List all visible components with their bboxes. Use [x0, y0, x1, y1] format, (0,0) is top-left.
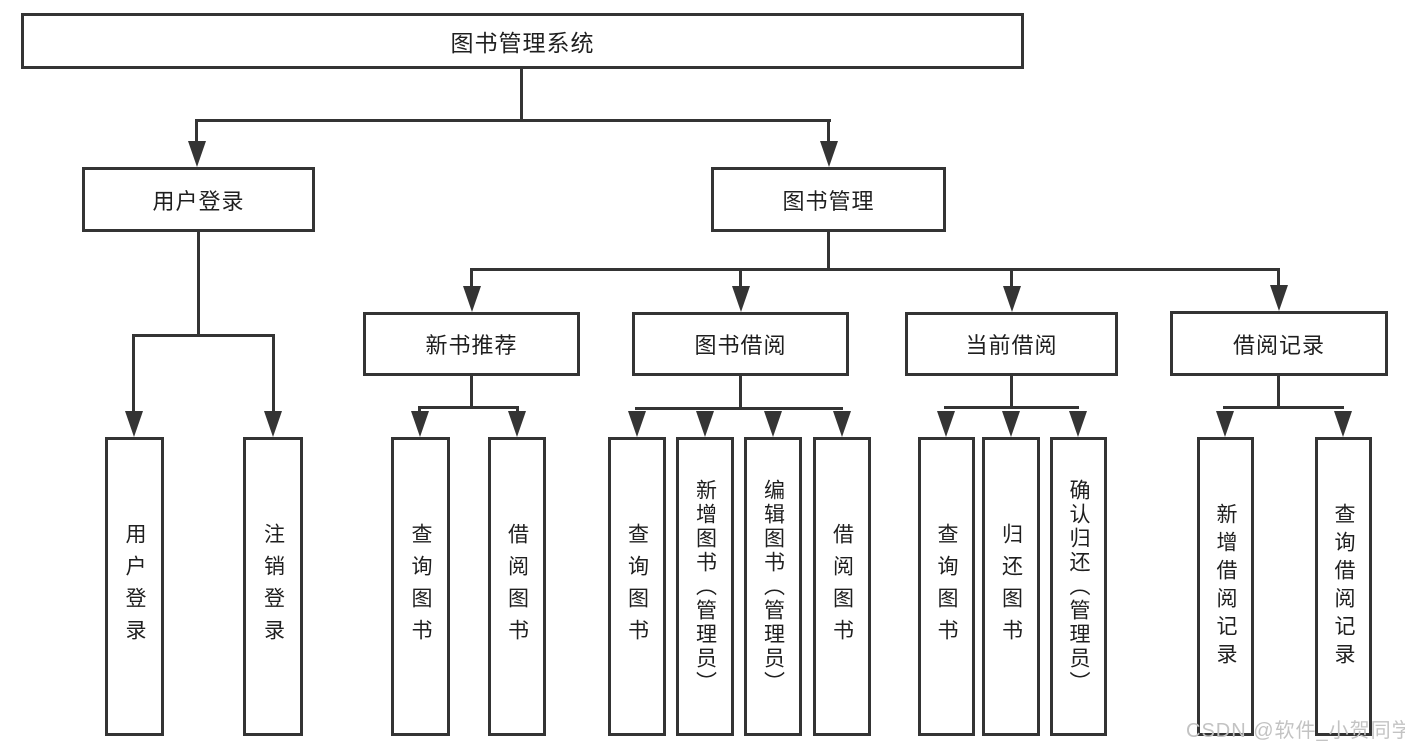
arrow-down-icon	[508, 411, 526, 437]
connector-book-mgmt-stem	[827, 232, 830, 268]
leaf-user-login: 用户登录	[105, 437, 164, 736]
node-new-book-recommend: 新书推荐	[363, 312, 580, 376]
leaf-current-return-books: 归还图书	[982, 437, 1040, 736]
leaf-newrec-borrow-books: 借阅图书	[488, 437, 546, 736]
connector-level1-hline	[195, 119, 831, 122]
arrow-down-icon	[764, 411, 782, 437]
arrow-down-icon	[1069, 411, 1087, 437]
arrow-down-icon	[833, 411, 851, 437]
arrow-down-icon	[188, 141, 206, 167]
node-borrow-records-label: 借阅记录	[1232, 332, 1325, 358]
arrow-down-icon	[463, 286, 481, 312]
node-current-borrow-label: 当前借阅	[965, 333, 1058, 358]
node-book-borrow-label: 图书借阅	[694, 333, 787, 358]
node-book-management-label: 图书管理	[782, 188, 875, 214]
leaf-records-add-record: 新增借阅记录	[1197, 437, 1254, 736]
leaf-logout-label: 注销登录	[261, 522, 285, 651]
connector-currentborrow-hline	[944, 406, 1079, 409]
node-book-borrow: 图书借阅	[632, 312, 849, 376]
arrow-down-icon	[937, 411, 955, 437]
leaf-newrec-query-books-label: 查询图书	[409, 522, 432, 651]
connector-ul-leaf1-drop	[132, 334, 135, 411]
leaf-borrow-add-books-admin: 新增图书（管理员）	[676, 437, 734, 736]
node-book-management: 图书管理	[711, 167, 946, 232]
node-user-login-label: 用户登录	[152, 188, 245, 214]
arrow-down-icon	[264, 411, 282, 437]
connector-book-mgmt-drop	[827, 119, 830, 142]
leaf-current-return-books-label: 归还图书	[999, 522, 1023, 651]
node-user-login: 用户登录	[82, 167, 315, 232]
node-root: 图书管理系统	[21, 13, 1024, 69]
leaf-newrec-borrow-books-label: 借阅图书	[505, 522, 529, 651]
connector-bookborrow-hline	[635, 407, 843, 410]
connector-records-hline	[1223, 406, 1344, 409]
connector-newrec-stem	[470, 376, 473, 406]
arrow-down-icon	[1216, 411, 1234, 437]
connector-currentborrow-stem	[1010, 376, 1013, 406]
leaf-current-query-books-label: 查询图书	[935, 522, 958, 651]
node-borrow-records: 借阅记录	[1170, 311, 1388, 376]
leaf-current-confirm-return-admin-label: 确认归还（管理员）	[1067, 478, 1090, 695]
connector-root-stem	[520, 69, 523, 119]
leaf-current-confirm-return-admin: 确认归还（管理员）	[1050, 437, 1107, 736]
arrow-down-icon	[1270, 285, 1288, 311]
connector-newrec-drop	[470, 268, 473, 286]
arrow-down-icon	[732, 286, 750, 312]
leaf-borrow-query-books-label: 查询图书	[625, 522, 649, 651]
arrow-down-icon	[411, 411, 429, 437]
connector-currentborrow-drop	[1010, 268, 1013, 286]
leaf-records-query-record-label: 查询借阅记录	[1332, 502, 1355, 671]
connector-user-login-drop	[195, 119, 198, 142]
arrow-down-icon	[1002, 411, 1020, 437]
arrow-down-icon	[125, 411, 143, 437]
leaf-user-login-label: 用户登录	[123, 522, 146, 651]
leaf-records-add-record-label: 新增借阅记录	[1214, 502, 1237, 671]
connector-level3-hline	[470, 268, 1280, 271]
leaf-borrow-query-books: 查询图书	[608, 437, 666, 736]
connector-bookborrow-stem	[739, 376, 742, 407]
leaf-borrow-edit-books-admin: 编辑图书（管理员）	[744, 437, 802, 736]
connector-ul-leaf2-drop	[272, 334, 275, 411]
connector-records-stem	[1277, 376, 1280, 406]
connector-bookborrow-drop	[739, 268, 742, 286]
node-root-label: 图书管理系统	[450, 30, 595, 56]
connector-records-drop	[1277, 268, 1280, 286]
leaf-current-query-books: 查询图书	[918, 437, 975, 736]
connector-nr-leaf2-drop	[516, 406, 519, 411]
leaf-newrec-query-books: 查询图书	[391, 437, 450, 736]
leaf-borrow-borrow-books: 借阅图书	[813, 437, 871, 736]
connector-user-login-hline	[132, 334, 275, 337]
leaf-borrow-add-books-admin-label: 新增图书（管理员）	[693, 478, 717, 695]
connector-newrec-hline	[418, 406, 519, 409]
leaf-logout: 注销登录	[243, 437, 303, 736]
leaf-borrow-borrow-books-label: 借阅图书	[830, 522, 854, 651]
arrow-down-icon	[820, 141, 838, 167]
node-current-borrow: 当前借阅	[905, 312, 1118, 376]
arrow-down-icon	[628, 411, 646, 437]
csdn-watermark: CSDN @软件_小贺同学	[1186, 720, 1405, 742]
connector-nr-leaf1-drop	[418, 406, 421, 411]
connector-user-login-stem	[197, 232, 200, 334]
node-new-book-recommend-label: 新书推荐	[425, 333, 518, 358]
leaf-records-query-record: 查询借阅记录	[1315, 437, 1372, 736]
arrow-down-icon	[696, 411, 714, 437]
arrow-down-icon	[1334, 411, 1352, 437]
arrow-down-icon	[1003, 286, 1021, 312]
leaf-borrow-edit-books-admin-label: 编辑图书（管理员）	[761, 478, 785, 695]
